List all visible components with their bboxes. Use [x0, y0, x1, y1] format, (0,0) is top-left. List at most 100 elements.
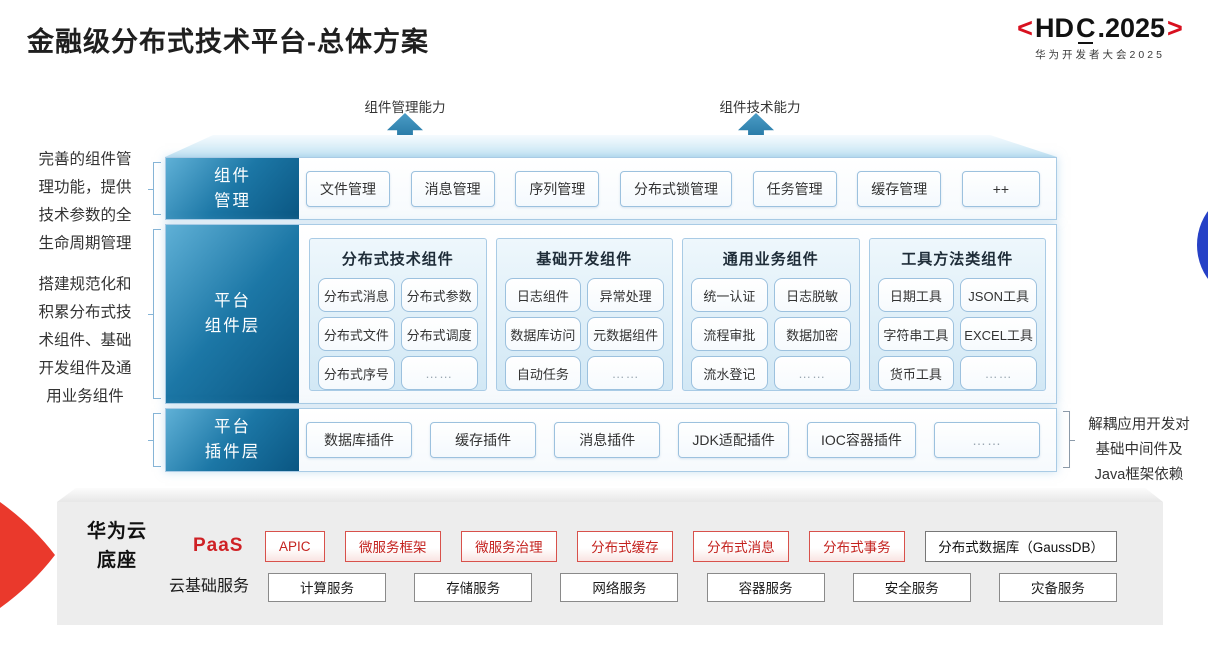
column-title: 工具方法类组件 [901, 251, 1014, 268]
logo-left-bracket: < [1017, 13, 1033, 43]
capability-chip: 分布式锁管理 [619, 170, 732, 207]
note-decoupling: 解耦应用开发对 基础中间件及 Java框架依赖 [1077, 413, 1201, 488]
hdc-logo-subtitle: 华为开发者大会2025 [1035, 49, 1165, 61]
component-cell: 异常处理 [587, 278, 664, 312]
plugin-chip: IOC容器插件 [806, 422, 916, 458]
component-cell: 数据库访问 [504, 317, 582, 351]
logo-c-underlined: C [1075, 13, 1096, 44]
column-basic-dev: 基础开发组件 日志组件 异常处理 数据库访问 元数据组件 自动任务 …… [495, 238, 673, 391]
component-cell: 分布式参数 [400, 278, 478, 312]
cloud-service-chip: 网络服务 [560, 572, 679, 602]
capability-chip: 消息管理 [410, 170, 495, 207]
component-mgmt-items: 文件管理 消息管理 序列管理 分布式锁管理 任务管理 缓存管理 ++ [306, 158, 1040, 219]
note-line: Java框架依赖 [1094, 467, 1184, 483]
note-line: 用业务组件 [46, 388, 124, 405]
platform-top-face [165, 135, 1057, 157]
component-cell: 分布式消息 [318, 278, 395, 312]
layer-platform-components: 平台 组件层 分布式技术组件 分布式消息 分布式参数 分布式文件 分布式调度 分… [148, 224, 1057, 404]
component-cell: 元数据组件 [587, 317, 664, 351]
cloud-service-chip: 容器服务 [706, 572, 825, 602]
column-title: 基础开发组件 [536, 251, 633, 268]
label-line: 插件层 [204, 443, 261, 461]
logo-rest: .2025 [1097, 13, 1166, 43]
paas-label: PaaS [193, 535, 244, 556]
platform-component-columns: 分布式技术组件 分布式消息 分布式参数 分布式文件 分布式调度 分布式序号 ……… [309, 238, 1046, 391]
blue-circle-decoration [1197, 187, 1208, 303]
note-line: 技术参数的全 [38, 207, 132, 224]
note-line: 解耦应用开发对 [1088, 417, 1190, 433]
column-title: 通用业务组件 [722, 251, 819, 268]
cloud-service-chip: 安全服务 [852, 572, 971, 602]
note-line: 积累分布式技 [38, 304, 132, 321]
paas-chip: APIC [265, 530, 325, 562]
paas-services: APIC 微服务框架 微服务治理 分布式缓存 分布式消息 分布式事务 分布式数据… [265, 530, 1117, 562]
column-common-business: 通用业务组件 统一认证 日志脱敏 流程审批 数据加密 流水登记 …… [682, 238, 860, 391]
component-cell-ellipsis: …… [960, 356, 1037, 390]
component-cell-ellipsis: …… [587, 356, 664, 390]
component-cell: EXCEL工具 [960, 317, 1037, 351]
red-arrow-icon [0, 502, 55, 608]
logo-right-bracket: > [1167, 13, 1183, 43]
column-title: 分布式技术组件 [341, 251, 454, 268]
capability-chip: 缓存管理 [857, 170, 942, 207]
component-cell: 流水登记 [691, 356, 768, 390]
component-cell: 分布式调度 [400, 317, 478, 351]
component-cell: 分布式文件 [318, 317, 395, 351]
tech-capability-label: 组件技术能力 [719, 100, 801, 115]
label-line: 组件 [214, 166, 251, 185]
left-bracket-decoration [148, 229, 161, 399]
capability-chip: 文件管理 [306, 170, 390, 207]
layer-platform-plugins-label: 平台 插件层 [166, 409, 299, 471]
plugin-items: 数据库插件 缓存插件 消息插件 JDK适配插件 IOC容器插件 …… [306, 409, 1040, 471]
layer-component-mgmt: 组件 管理 文件管理 消息管理 序列管理 分布式锁管理 任务管理 缓存管理 ++ [148, 157, 1057, 220]
capability-chip: 任务管理 [752, 170, 837, 207]
plugin-chip-ellipsis: …… [933, 422, 1040, 458]
label-line: 平台 [214, 292, 251, 310]
column-grid: 统一认证 日志脱敏 流程审批 数据加密 流水登记 …… [691, 278, 851, 390]
cloud-service-chip: 灾备服务 [998, 572, 1117, 602]
label-line: 平台 [214, 418, 251, 436]
note-line: 理功能，提供 [38, 179, 132, 196]
note-component-mgmt: 完善的组件管 理功能，提供 技术参数的全 生命周期管理 [18, 146, 152, 258]
component-cell: JSON工具 [960, 278, 1037, 312]
label-line: 底座 [96, 550, 137, 571]
component-cell: 数据加密 [773, 317, 851, 351]
right-bracket-decoration [1063, 411, 1075, 468]
cloud-service-chip: 计算服务 [268, 572, 386, 602]
label-line: 华为云 [86, 521, 147, 542]
component-cell: 自动任务 [504, 356, 582, 390]
plugin-chip: 数据库插件 [306, 422, 412, 458]
layer-component-mgmt-label: 组件 管理 [166, 158, 299, 219]
label-line: 组件层 [204, 317, 261, 335]
plugin-chip: 消息插件 [554, 422, 661, 458]
logo-hd: HD [1034, 13, 1074, 43]
mgmt-capability-label: 组件管理能力 [364, 100, 446, 115]
component-cell: 分布式序号 [318, 356, 395, 390]
column-tool-methods: 工具方法类组件 日期工具 JSON工具 字符串工具 EXCEL工具 货币工具 …… [868, 238, 1046, 391]
page-title: 金融级分布式技术平台-总体方案 [27, 27, 429, 57]
paas-chip: 分布式缓存 [577, 530, 673, 562]
capability-chip: ++ [961, 170, 1040, 207]
column-grid: 日志组件 异常处理 数据库访问 元数据组件 自动任务 …… [504, 278, 664, 390]
plugin-chip: JDK适配插件 [678, 422, 789, 458]
capability-chip: 序列管理 [515, 170, 600, 207]
component-cell: 统一认证 [691, 278, 768, 312]
component-cell-ellipsis: …… [773, 356, 851, 390]
paas-chip: 分布式消息 [693, 530, 789, 562]
component-cell: 日期工具 [877, 278, 955, 312]
paas-chip: 微服务框架 [345, 530, 441, 562]
left-bracket-decoration [148, 162, 161, 215]
foundation-section: 华为云 底座 PaaS APIC 微服务框架 微服务治理 分布式缓存 分布式消息… [57, 502, 1163, 625]
component-cell-ellipsis: …… [400, 356, 478, 390]
plugin-chip: 缓存插件 [430, 422, 537, 458]
paas-chip: 分布式事务 [809, 530, 905, 562]
note-line: 完善的组件管 [38, 151, 132, 168]
cloud-base-services: 计算服务 存储服务 网络服务 容器服务 安全服务 灾备服务 [268, 572, 1117, 602]
cloud-service-chip: 存储服务 [414, 572, 533, 602]
note-line: 术组件、基础 [38, 332, 132, 349]
column-distributed-tech: 分布式技术组件 分布式消息 分布式参数 分布式文件 分布式调度 分布式序号 …… [309, 238, 487, 391]
note-line: 搭建规范化和 [38, 276, 132, 293]
column-grid: 日期工具 JSON工具 字符串工具 EXCEL工具 货币工具 …… [877, 278, 1037, 390]
